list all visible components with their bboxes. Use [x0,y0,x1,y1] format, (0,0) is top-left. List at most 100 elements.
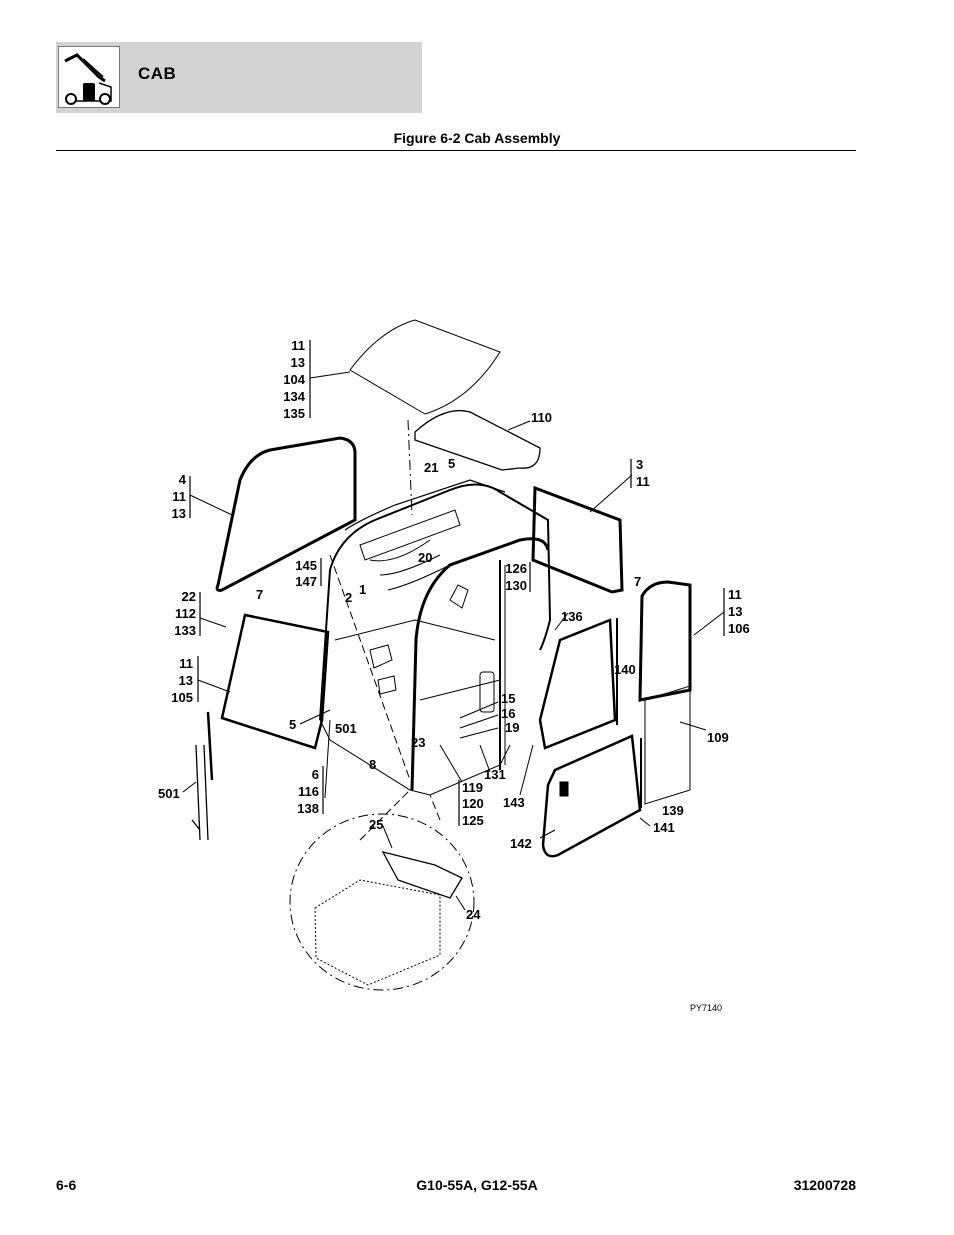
leader-roof [309,371,351,379]
callout-133: 133 [174,623,196,638]
roof-panel [349,319,501,415]
callout-13: 13 [172,506,186,521]
door-upper-frame [538,618,617,750]
callout-22: 22 [182,589,196,604]
callout-13: 13 [728,604,742,619]
callout-135: 135 [283,406,305,421]
leader-15-19 [459,701,499,739]
rear-glass [531,485,624,594]
callout-501: 501 [335,721,357,736]
wiper-assembly [191,744,209,841]
leader-3 [589,474,633,513]
left-lower-glass [220,613,330,750]
leader-105 [197,679,231,693]
callout-6: 6 [312,767,319,782]
callout-7: 7 [634,574,641,589]
callout-139: 139 [662,803,684,818]
callout-141: 141 [653,820,675,835]
callout-136: 136 [561,609,583,624]
roof-crossmember [359,509,461,561]
callout-131: 131 [484,767,506,782]
leader-136 [554,612,569,631]
right-upper-glass [638,580,692,702]
leader-6 [324,719,331,799]
callout-16: 16 [501,706,515,721]
callout-8: 8 [369,757,376,772]
callout-105: 105 [171,690,193,705]
callout-109: 109 [707,730,729,745]
callout-120: 120 [462,796,484,811]
callout-11: 11 [172,489,186,504]
callout-5: 5 [289,717,296,732]
callout-13: 13 [291,355,305,370]
callout-21: 21 [424,460,438,475]
leader-142 [539,829,556,839]
leader-25 [382,825,393,849]
callout-4: 4 [179,472,187,487]
callout-145: 145 [295,558,317,573]
callout-11: 11 [636,474,650,489]
grab-handle [479,671,495,713]
leader-131 [479,744,491,773]
leader-4 [189,494,233,516]
roof-ribs [369,539,451,591]
footer-doc-number: 31200728 [793,1177,856,1193]
callout-23: 23 [411,735,425,750]
leader-119 [439,744,463,783]
callout-24: 24 [466,907,481,922]
door-latch [559,781,569,797]
leader-141 [639,817,651,827]
leader-106 [693,611,725,636]
callout-15: 15 [501,691,515,706]
callout-143: 143 [503,795,525,810]
cab-interior-lines [334,619,501,701]
callout-7: 7 [256,587,263,602]
leader-5b [299,709,331,725]
callout-142: 142 [510,836,532,851]
callout-126: 126 [505,561,527,576]
cab-roof-frame [344,479,506,531]
callout-1: 1 [359,582,366,597]
callout-134: 134 [283,389,305,404]
wiper-blade [206,711,214,781]
footer-page-number: 6-6 [56,1177,77,1193]
figure-title: Figure 6-2 Cab Assembly [393,130,561,146]
callout-130: 130 [505,578,527,593]
cab-floor-edge [319,719,511,796]
callout-13: 13 [179,673,193,688]
callout-19: 19 [505,720,519,735]
leader-24 [455,895,466,911]
callout-2: 2 [345,590,352,605]
leader-143 [519,744,534,796]
detail-box [314,879,441,986]
header-rule [56,150,856,151]
callout-138: 138 [297,801,319,816]
callout-11: 11 [291,338,305,353]
detail-circle [289,813,475,991]
drawing-code: PY7140 [690,1003,722,1013]
callout-125: 125 [462,813,484,828]
callout-11: 11 [179,656,193,671]
detail-bracket-25 [381,851,463,899]
center-axis [407,419,413,516]
telehandler-icon [58,46,120,108]
cab-frame-front-arch [410,537,550,791]
footer-model: G10-55A, G12-55A [416,1177,538,1193]
callout-20: 20 [418,550,432,565]
left-side-glass [215,436,357,592]
cab-frame-left-arch [319,483,552,721]
leader-501b [182,781,197,793]
callout-5: 5 [448,456,455,471]
callout-116: 116 [298,784,319,799]
right-lower-panel [644,685,691,805]
callout-112: 112 [175,606,196,621]
callout-119: 119 [462,780,483,795]
callout-106: 106 [728,621,750,636]
leader-22 [199,617,227,628]
callout-147: 147 [295,574,317,589]
leader-110 [507,420,531,431]
callout-3: 3 [636,457,643,472]
cab-brackets [369,644,397,695]
callout-11: 11 [728,587,742,602]
